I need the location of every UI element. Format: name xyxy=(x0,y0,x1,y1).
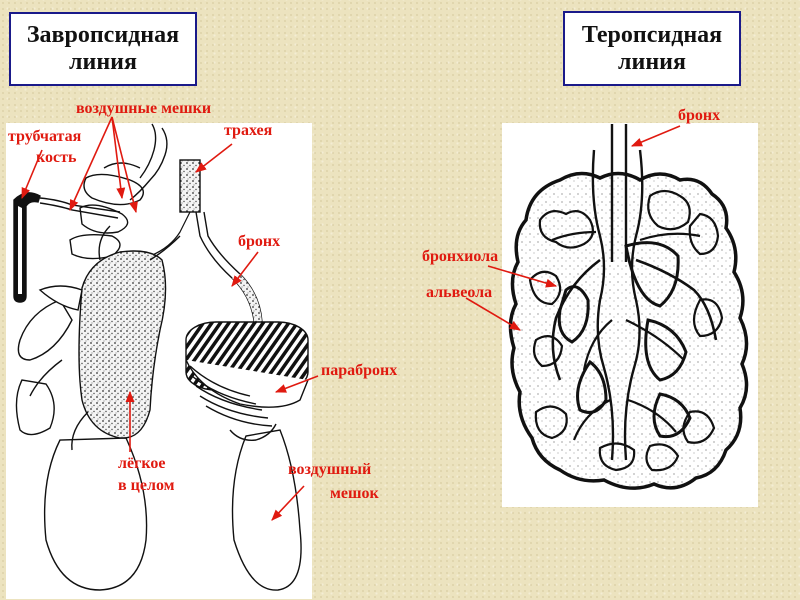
theropsid-title-line1: Теропсидная xyxy=(581,21,723,48)
sauropsid-title-box: Завропсидная линия xyxy=(9,12,197,86)
bronchiole-label: бронхиола xyxy=(422,248,499,265)
tubular-bone-arrow xyxy=(21,149,43,200)
sauropsid-title-line1: Завропсидная xyxy=(26,22,180,48)
bronchus-right-label: бронх xyxy=(678,107,721,124)
tubular-bone-label-line1: трубчатая xyxy=(8,128,82,145)
air-sac-label-line1: воздушный xyxy=(288,461,372,478)
lung-whole-label-line1: лёгкое xyxy=(118,455,166,472)
lung-whole-label-line2: в целом xyxy=(118,477,175,494)
trachea-label: трахея xyxy=(224,122,273,139)
air-sacs-label: воздушные мешки xyxy=(76,100,212,117)
alveolus-arrow xyxy=(465,297,521,331)
air-sac-arrow xyxy=(271,485,305,521)
trachea-arrow xyxy=(195,143,233,173)
air-sacs-arrow-3 xyxy=(69,116,113,212)
bird-respiratory-drawing xyxy=(13,123,309,591)
theropsid-title-line2: линия xyxy=(618,48,686,75)
mammal-lung-drawing xyxy=(508,124,749,490)
sauropsid-title-line2: линия xyxy=(69,49,137,75)
bronchus-right-arrow xyxy=(630,125,681,147)
tubular-bone-label-line2: кость xyxy=(36,149,77,166)
bronchus-left-label: бронх xyxy=(238,233,281,250)
air-sac-label-line2: мешок xyxy=(330,485,379,502)
label-arrows xyxy=(21,116,681,521)
air-sacs-arrow-1 xyxy=(111,116,138,214)
parabronchus-label: парабронх xyxy=(321,362,398,379)
parabronchus-arrow xyxy=(274,375,319,393)
bronchiole-arrow xyxy=(487,265,558,288)
air-sacs-arrow-2 xyxy=(111,116,126,200)
theropsid-title-box: Теропсидная линия xyxy=(563,11,741,86)
alveolus-label: альвеола xyxy=(426,284,493,301)
bronchus-left-arrow xyxy=(231,251,259,287)
